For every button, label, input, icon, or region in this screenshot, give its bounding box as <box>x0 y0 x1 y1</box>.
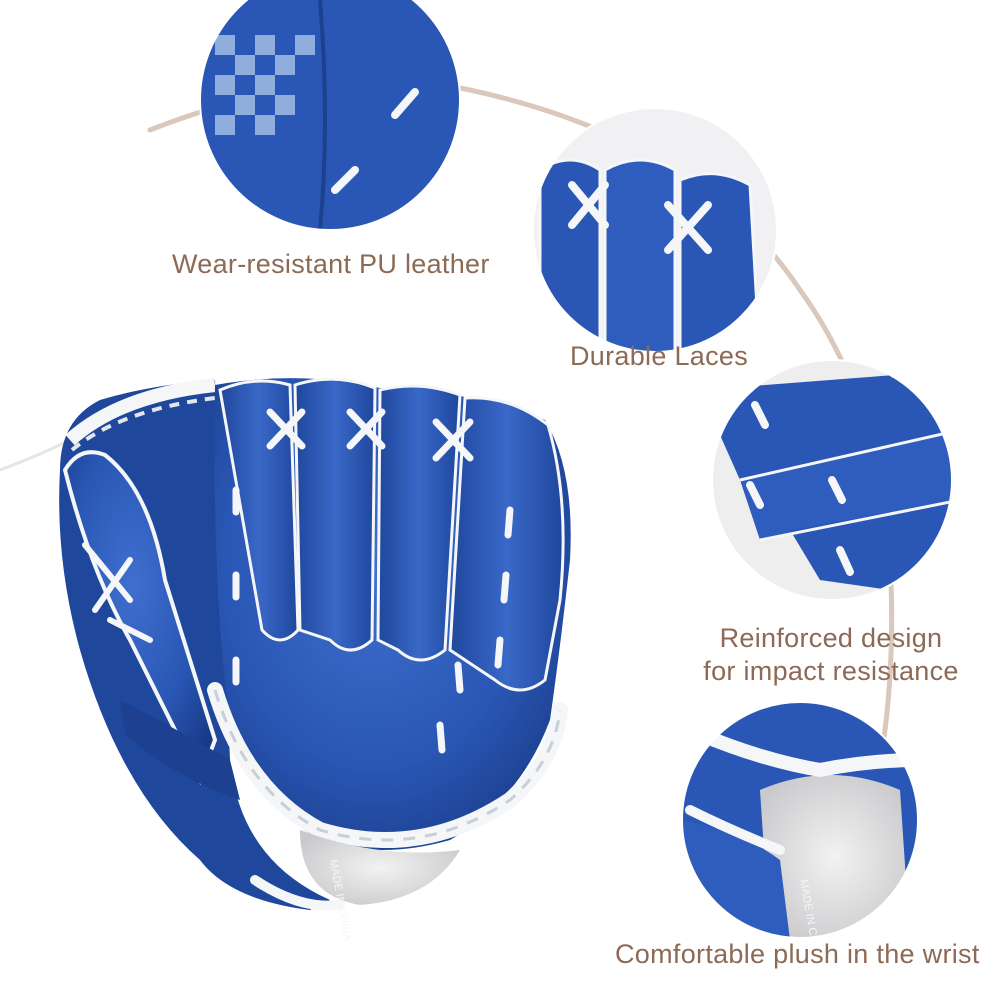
caption-reinforced-line-2: for impact resistance <box>703 656 959 686</box>
detail-leather-image <box>200 0 460 230</box>
caption-reinforced-design: Reinforced design for impact resistance <box>700 622 962 688</box>
caption-pu-leather: Wear-resistant PU leather <box>172 249 490 279</box>
caption-reinforced-line-1: Reinforced design <box>719 623 943 653</box>
caption-durable-laces: Durable Laces <box>570 341 749 371</box>
detail-plush-image: MADE IN CHINA <box>682 702 918 938</box>
detail-laces-image <box>533 108 777 352</box>
baseball-glove-image: MADE IN CHINA <box>59 377 571 943</box>
caption-plush-wrist: Comfortable plush in the wrist <box>615 939 980 969</box>
detail-reinforced-image <box>712 360 952 600</box>
